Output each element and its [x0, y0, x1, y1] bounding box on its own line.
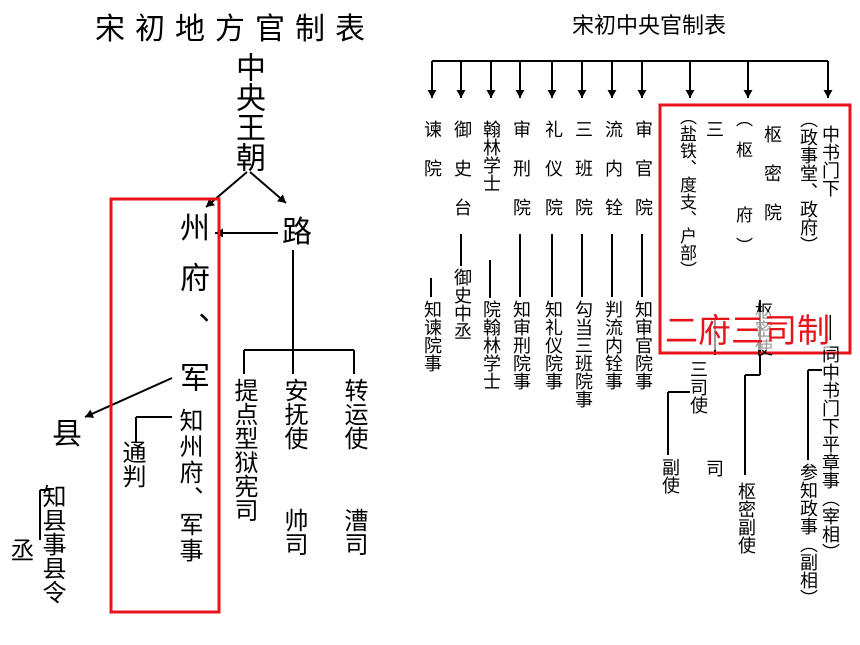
- office-yushitai: 御 史 台: [451, 120, 472, 216]
- head-liyi: 知礼仪院事: [542, 300, 563, 390]
- shumi-name: 枢 密 院: [761, 125, 782, 221]
- sansi-deputy: 副使: [659, 458, 680, 494]
- zhongshu-name: 中书门下: [819, 125, 840, 197]
- head-shenxing: 知审刑院事: [510, 300, 531, 390]
- tongpan-label: 通判: [118, 440, 146, 488]
- zhongshu-head: 同中书门下平章事（宰相）: [819, 345, 840, 561]
- head-sanban: 勾当三班院事: [572, 300, 593, 408]
- office-shenxing: 审 刑 院: [510, 120, 531, 216]
- sansi-alias: （盐铁、度支、户部）: [676, 108, 696, 278]
- shumi-alias: （枢 府）: [732, 110, 752, 268]
- county-magistrate-label: 知县事县令: [38, 484, 66, 604]
- shumi-deputy: 枢密副使: [735, 482, 756, 554]
- head-hanlin: 院翰林学士: [480, 300, 501, 390]
- prefecture-label: 州府、军: [174, 212, 209, 412]
- office-sanban: 三 班 院: [572, 120, 593, 216]
- local-title: 宋初地方官制表: [95, 12, 375, 47]
- zhongshu-deputy: 参知政事（副相）: [797, 463, 818, 607]
- prefect-label: 知州府、军事: [175, 408, 203, 564]
- erfu-sansi-annotation: 二府三司制: [665, 311, 830, 350]
- vice-magistrate-label: 丞: [6, 538, 34, 562]
- central-highlight-box: [658, 103, 852, 355]
- circuit-office-tidian: 提点型狱宪司: [230, 378, 258, 522]
- head-jianyuan: 知谏院事: [421, 300, 442, 372]
- office-shenguan: 审 官 院: [632, 120, 653, 216]
- central-court-label: 中央王朝: [230, 52, 265, 172]
- office-hanlin: 翰林学士: [480, 120, 501, 192]
- office-liuneiquan: 流 内 铨: [602, 120, 623, 216]
- head-shenguan: 知审官院事: [632, 300, 653, 390]
- sansi-name: 三 司: [703, 120, 724, 627]
- circuit-short-caosi: 漕司: [340, 508, 368, 556]
- county-label: 县: [52, 417, 82, 452]
- office-jianyuan: 谏 院: [421, 120, 442, 177]
- head-liuneiquan: 判流内铨事: [602, 300, 623, 390]
- zhongshu-alias: （政事堂、政府）: [797, 110, 818, 254]
- circuit-short-shuaisi: 帅司: [280, 508, 308, 556]
- circuit-office-anfu: 安抚使: [280, 378, 308, 450]
- sansi-head: 三司使: [687, 360, 708, 414]
- office-liyi: 礼 仪 院: [542, 120, 563, 216]
- central-title: 宋初中央官制表: [572, 14, 727, 39]
- head-yushitai: 御史中丞: [451, 268, 472, 340]
- circuit-office-zhuanyun: 转运使: [340, 378, 368, 450]
- circuit-label: 路: [282, 215, 312, 250]
- local-highlight-box: [109, 197, 221, 614]
